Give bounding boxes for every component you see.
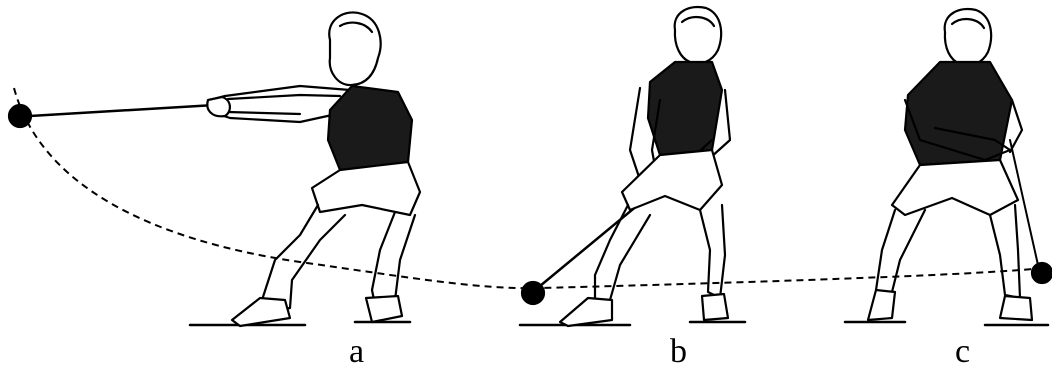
- leg-left-b: [595, 205, 650, 305]
- head-b: [675, 7, 721, 64]
- shoe-right-c: [1000, 296, 1032, 320]
- panel-label-a: a: [349, 335, 364, 369]
- shorts-a: [312, 162, 420, 215]
- panel-label-c: c: [955, 335, 970, 369]
- shirt-a: [328, 86, 412, 170]
- shoe-left-b: [560, 298, 612, 326]
- shirt-c: [905, 62, 1012, 165]
- hands-a: [207, 97, 230, 116]
- shoe-right-b: [702, 294, 728, 320]
- hammer-ball-a: [9, 105, 31, 127]
- panel-label-b: b: [670, 335, 687, 369]
- leg-right-c: [990, 205, 1020, 298]
- hammer-trajectory-dashed-arc: [14, 88, 1045, 288]
- athlete-figure-b: [520, 7, 745, 326]
- shoe-right-a: [366, 296, 402, 322]
- hammer-wire-a: [30, 105, 215, 116]
- shorts-c: [892, 160, 1018, 215]
- hammer-ball-c: [1032, 263, 1052, 283]
- head-c: [945, 9, 991, 66]
- leg-left-c: [876, 210, 925, 300]
- athlete-figure-a: [9, 12, 420, 326]
- shoe-left-a: [232, 298, 290, 326]
- leg-right-a: [372, 212, 415, 305]
- shoe-left-c: [868, 290, 895, 320]
- athlete-figure-c: [845, 9, 1052, 325]
- shorts-b: [622, 150, 722, 210]
